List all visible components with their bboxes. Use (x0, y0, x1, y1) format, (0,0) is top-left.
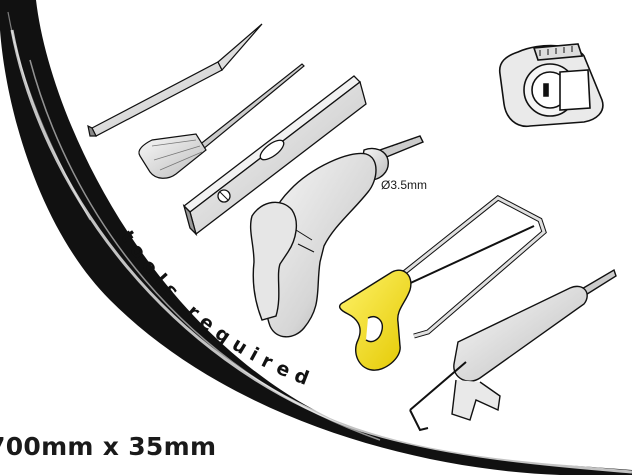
tape-measure-icon (498, 43, 604, 128)
screwdriver-icon (138, 63, 305, 179)
drill-icon (249, 135, 424, 338)
hacksaw-icon (338, 195, 547, 371)
dimensions-label: 700mm x 35mm (0, 432, 217, 461)
spirit-level-icon (182, 75, 367, 237)
sealant-gun-icon (409, 268, 617, 432)
drill-bit-size-label: Ø3.5mm (381, 178, 428, 192)
pencil-icon (87, 23, 263, 137)
